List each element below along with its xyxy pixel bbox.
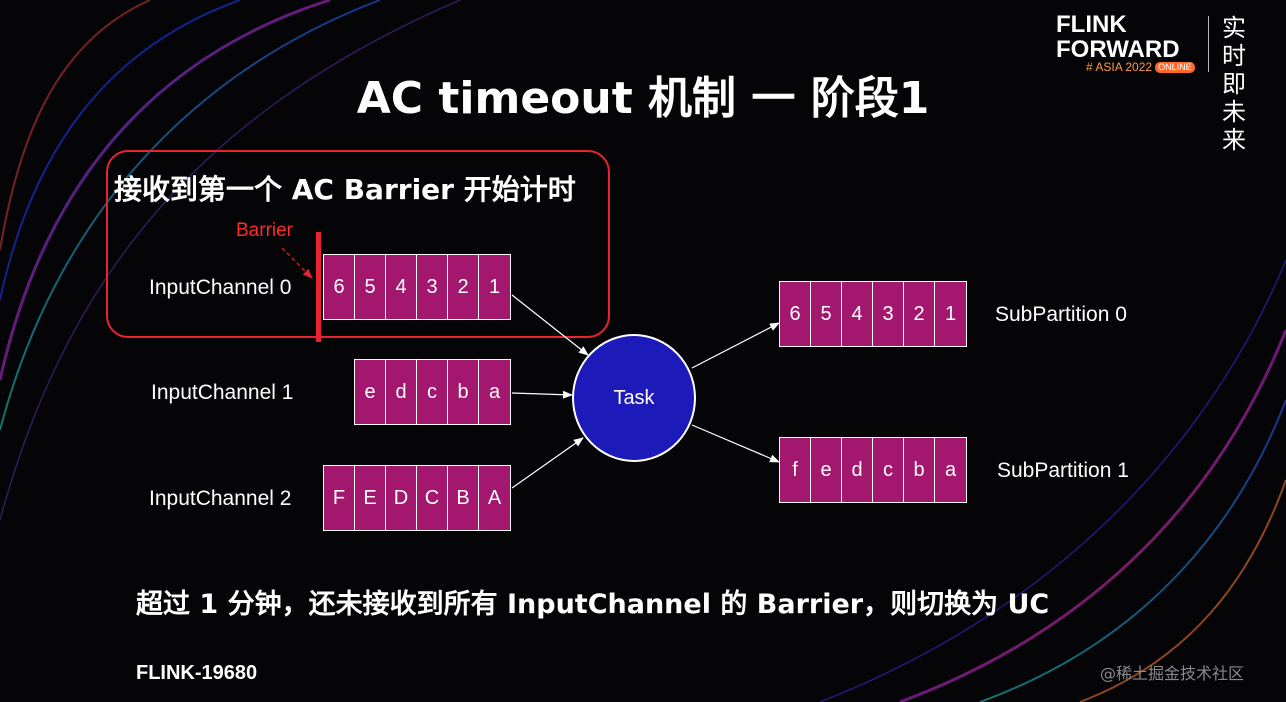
- queue-cell: E: [355, 466, 386, 530]
- queue-cell: e: [355, 360, 386, 424]
- queue-cell: B: [448, 466, 479, 530]
- barrier-marker: [316, 232, 321, 342]
- logo-chinese-slogan: 实时即未来: [1222, 14, 1246, 154]
- queue-cell: 4: [386, 255, 417, 319]
- queue-cell: 2: [904, 282, 935, 346]
- queue-cell: d: [386, 360, 417, 424]
- jira-id: FLINK-19680: [136, 662, 258, 684]
- input-channel-1-label: InputChannel 1: [151, 381, 294, 404]
- queue-cell: 2: [448, 255, 479, 319]
- task-node: Task: [572, 334, 696, 462]
- subpartition-0-label: SubPartition 0: [995, 303, 1127, 326]
- stage-label: 接收到第一个 AC Barrier 开始计时: [114, 173, 576, 206]
- subpartition-0-queue: 6 5 4 3 2 1: [779, 281, 967, 347]
- queue-cell: 6: [324, 255, 355, 319]
- queue-cell: D: [386, 466, 417, 530]
- slide-title: AC timeout 机制 一 阶段1: [356, 73, 930, 124]
- queue-cell: c: [417, 360, 448, 424]
- queue-cell: A: [479, 466, 510, 530]
- queue-cell: b: [448, 360, 479, 424]
- subpartition-1-label: SubPartition 1: [997, 459, 1129, 482]
- input-channel-2-label: InputChannel 2: [149, 487, 292, 510]
- logo-sub-text: # ASIA 2022: [1086, 60, 1153, 74]
- queue-cell: a: [479, 360, 510, 424]
- queue-cell: d: [842, 438, 873, 502]
- queue-cell: 1: [935, 282, 966, 346]
- queue-cell: C: [417, 466, 448, 530]
- queue-cell: b: [904, 438, 935, 502]
- queue-cell: 5: [811, 282, 842, 346]
- logo-online-tag: ONLINE: [1155, 62, 1195, 73]
- input-channel-0-queue: 6 5 4 3 2 1: [323, 254, 511, 320]
- queue-cell: e: [811, 438, 842, 502]
- logo-line-2: FORWARD: [1056, 36, 1180, 63]
- logo-divider: [1208, 16, 1209, 72]
- queue-cell: 6: [780, 282, 811, 346]
- stage-highlight-box: [106, 150, 610, 338]
- watermark: @稀土掘金技术社区: [1100, 664, 1245, 683]
- queue-cell: 5: [355, 255, 386, 319]
- subpartition-1-queue: f e d c b a: [779, 437, 967, 503]
- queue-cell: F: [324, 466, 355, 530]
- queue-cell: 3: [873, 282, 904, 346]
- task-label: Task: [613, 386, 655, 409]
- queue-cell: 4: [842, 282, 873, 346]
- barrier-label: Barrier: [236, 220, 294, 241]
- queue-cell: 3: [417, 255, 448, 319]
- input-channel-2-queue: F E D C B A: [323, 465, 511, 531]
- bottom-note: 超过 1 分钟，还未接收到所有 InputChannel 的 Barrier，则…: [136, 589, 1050, 620]
- flink-forward-logo: FLINK FORWARD: [1056, 12, 1180, 62]
- queue-cell: 1: [479, 255, 510, 319]
- input-channel-1-queue: e d c b a: [354, 359, 511, 425]
- input-channel-0-label: InputChannel 0: [149, 276, 292, 299]
- logo-line-1: FLINK: [1056, 11, 1127, 38]
- queue-cell: f: [780, 438, 811, 502]
- queue-cell: c: [873, 438, 904, 502]
- queue-cell: a: [935, 438, 966, 502]
